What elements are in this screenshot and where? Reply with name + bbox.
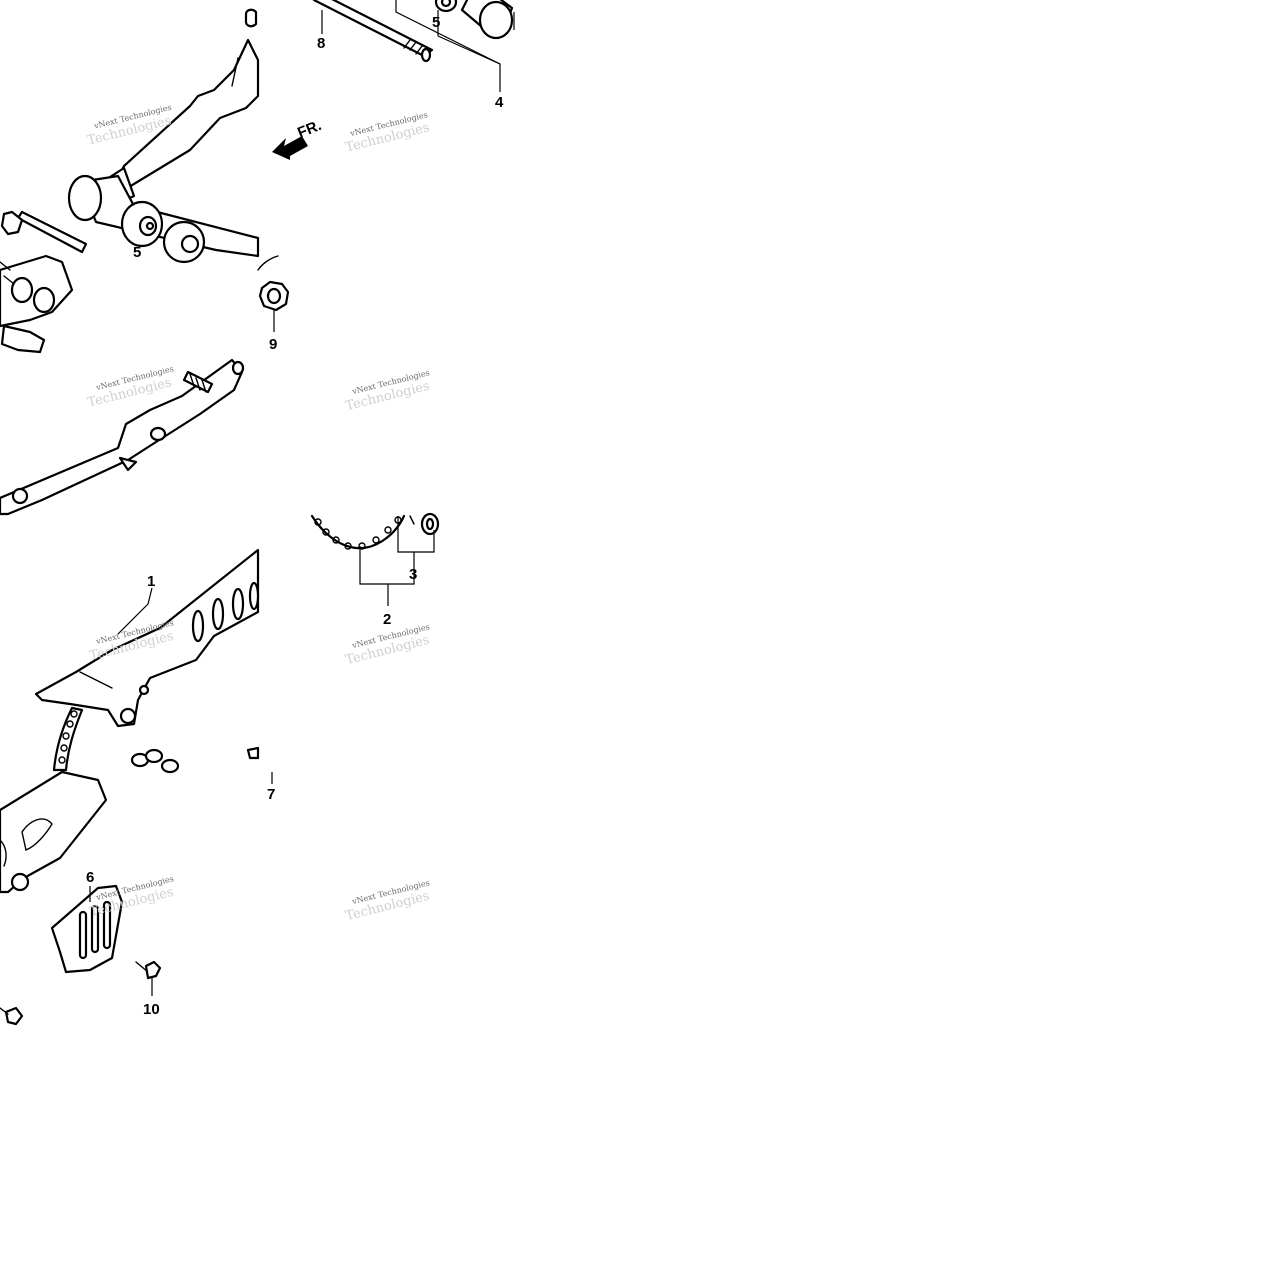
mud-guard-bracket bbox=[0, 358, 245, 516]
watermark-2: Technologies vNext Technologies bbox=[344, 110, 431, 155]
sprocket-cover bbox=[0, 770, 108, 894]
callout-7: 7 bbox=[267, 786, 275, 803]
chain-joint bbox=[409, 512, 440, 536]
bolt-10 bbox=[135, 960, 162, 996]
callout-1: 1 bbox=[147, 573, 155, 590]
callout-5-left: 5 bbox=[133, 244, 141, 261]
fr-arrow: FR. bbox=[272, 117, 324, 160]
fr-label: FR. bbox=[295, 117, 324, 142]
callout-9: 9 bbox=[269, 336, 277, 353]
axle-bolt bbox=[0, 210, 88, 254]
drive-chain bbox=[310, 514, 406, 550]
master-link-lower bbox=[130, 748, 180, 774]
watermark-4: Technologies vNext Technologies bbox=[344, 368, 431, 414]
watermark-7: Technologies vNext Technologies bbox=[88, 874, 175, 920]
pivot-collars bbox=[434, 0, 514, 40]
callout-8: 8 bbox=[317, 35, 325, 52]
callout-6: 6 bbox=[86, 869, 94, 886]
leader-lines-chain bbox=[359, 516, 435, 606]
chain-adjuster-block bbox=[0, 254, 74, 354]
callout-10: 10 bbox=[143, 1001, 160, 1018]
chain-case bbox=[34, 548, 260, 728]
drive-chain-lower bbox=[52, 706, 84, 772]
chain-guide-slider bbox=[50, 884, 124, 974]
leader-lines-top bbox=[321, 0, 515, 92]
pivot-bolt bbox=[312, 0, 434, 63]
nut-9 bbox=[258, 280, 290, 332]
callout-4: 4 bbox=[495, 94, 504, 111]
swingarm-edge bbox=[257, 255, 279, 271]
bolt-lower-left bbox=[0, 1006, 24, 1026]
watermark-8: Technologies vNext Technologies bbox=[344, 878, 431, 924]
leader-1 bbox=[117, 587, 153, 635]
callout-5-top: 5 bbox=[432, 14, 440, 31]
pivot-tube bbox=[67, 174, 260, 264]
callout-3: 3 bbox=[409, 566, 417, 583]
watermark-6: Technologies vNext Technologies bbox=[344, 622, 431, 668]
callout-2: 2 bbox=[383, 611, 391, 628]
bolt-7 bbox=[246, 746, 273, 784]
